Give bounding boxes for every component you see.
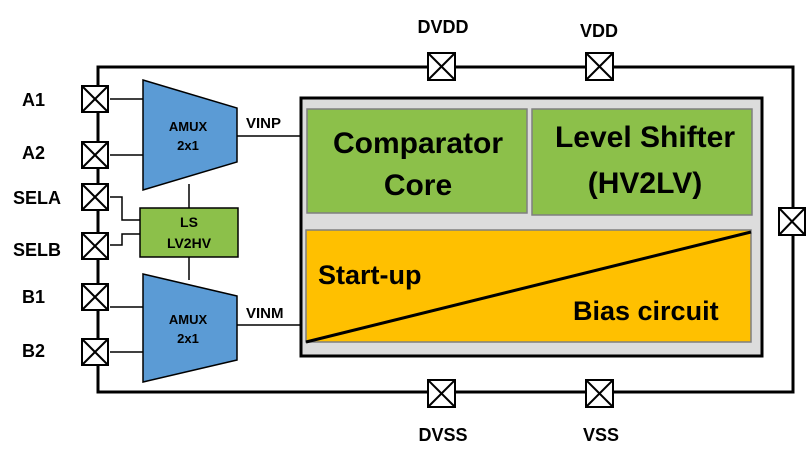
amux-top-label-1: AMUX <box>169 119 208 134</box>
pad-b1 <box>81 283 109 311</box>
pin-label-b1: B1 <box>22 287 45 307</box>
pin-label-vdd: VDD <box>580 21 618 41</box>
pin-label-dvss: DVSS <box>418 425 467 445</box>
pin-label-selb: SELB <box>13 240 61 260</box>
pad-b2 <box>81 338 109 366</box>
pin-label-b2: B2 <box>22 341 45 361</box>
pad-vss <box>585 379 614 408</box>
amux-top <box>142 78 238 192</box>
pad-dvdd <box>427 52 456 81</box>
pin-label-vss: VSS <box>583 425 619 445</box>
vinp-label: VINP <box>246 115 281 132</box>
ls-label-1: LS <box>180 214 198 230</box>
amux-top-label-2: 2x1 <box>177 138 199 153</box>
pin-label-a2: A2 <box>22 143 45 163</box>
level-shifter-label-1: Level Shifter <box>555 121 735 154</box>
amux-bottom-label-1: AMUX <box>169 312 208 327</box>
level-shifter-label-2: (HV2LV) <box>588 167 702 200</box>
vinm-label: VINM <box>246 305 284 322</box>
pad-a1 <box>81 85 109 113</box>
pad-sela <box>81 183 109 211</box>
startup-label: Start-up <box>318 260 422 290</box>
pad-output <box>778 207 806 236</box>
bias-circuit-label: Bias circuit <box>573 296 719 326</box>
pad-selb <box>81 232 109 260</box>
pin-label-dvdd: DVDD <box>417 17 468 37</box>
amux-bottom <box>142 273 238 383</box>
startup-bias-divider <box>305 230 752 344</box>
pad-a2 <box>81 141 109 169</box>
level-shifter-lv2hv <box>139 207 239 258</box>
comparator-core-block <box>306 108 528 214</box>
amux-bottom-label-2: 2x1 <box>177 331 199 346</box>
wires <box>110 98 301 353</box>
ls-label-2: LV2HV <box>167 235 212 251</box>
pin-label-a1: A1 <box>22 90 45 110</box>
pad-dvss <box>427 379 456 408</box>
comparator-core-label-2: Core <box>384 169 452 202</box>
pad-vdd <box>585 52 614 81</box>
pin-label-sela: SELA <box>13 188 61 208</box>
level-shifter-hv2lv-block <box>531 108 753 216</box>
comparator-core-label-1: Comparator <box>333 127 503 160</box>
pads <box>81 52 806 408</box>
